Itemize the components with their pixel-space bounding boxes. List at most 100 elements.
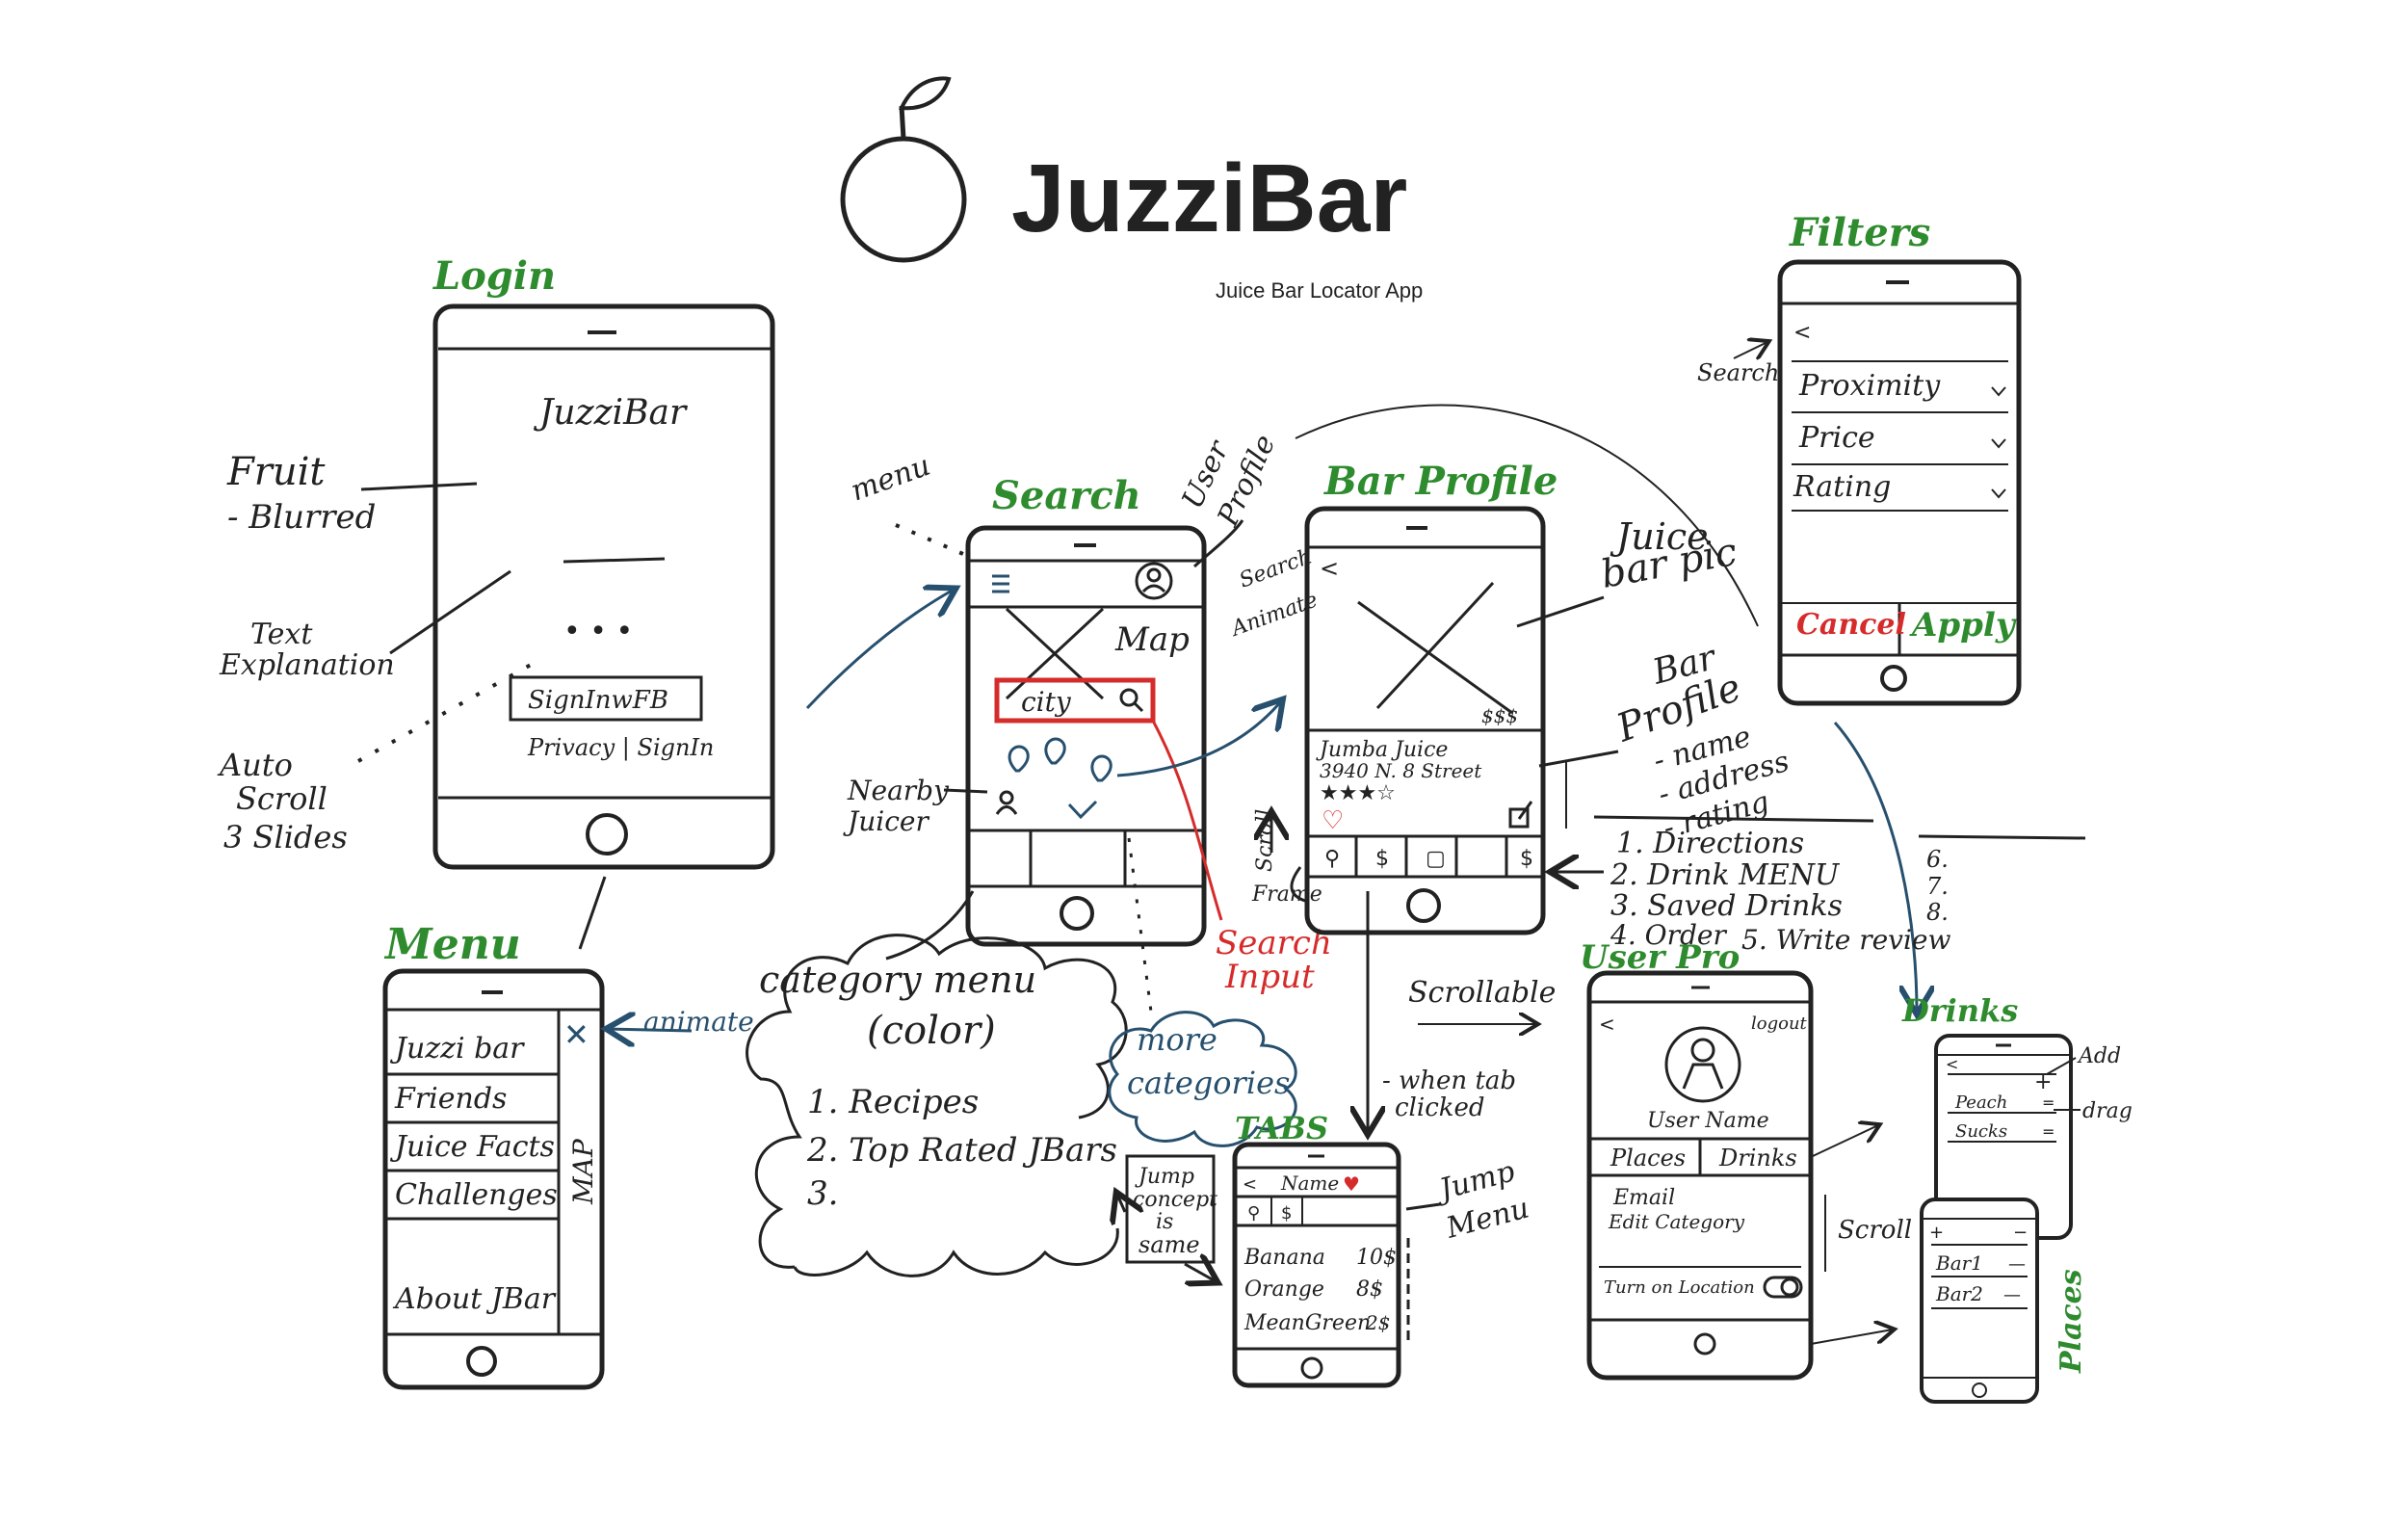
chevron-down-icon[interactable] (1991, 488, 2006, 499)
category-cloud: category menu (color) 1. Recipes 2. Top … (746, 837, 1297, 1281)
favorite-heart-icon[interactable]: ♡ (1322, 806, 1344, 835)
action-8: 8. (1926, 899, 1949, 926)
places-device-frame (1920, 1198, 2039, 1404)
search-icon[interactable] (1119, 688, 1144, 713)
tab-menu-icon[interactable]: $ (1281, 1203, 1292, 1224)
note-juice: Juice (1610, 515, 1709, 558)
home-button-icon[interactable] (1060, 896, 1094, 931)
arrow-profile-to-filters (1295, 404, 1759, 627)
menu-device-frame (382, 968, 605, 1390)
arrow-filters-to-drinks (1833, 722, 1917, 1012)
email-field[interactable]: Email (1612, 1186, 1675, 1210)
logout-link[interactable]: logout (1751, 1014, 1808, 1034)
user-name: User Name (1647, 1109, 1769, 1133)
location-toggle-switch[interactable] (1763, 1276, 1803, 1299)
more-categories-cloud (1108, 1011, 1297, 1147)
action-order: 4. Order (1610, 919, 1727, 951)
filters-screen: Filters < Proximity Price Rating Cancel … (1697, 210, 2022, 706)
tab-order-icon[interactable]: $ (1520, 847, 1533, 871)
filter-apply-button[interactable]: Apply (1909, 606, 2017, 645)
drink-row-peach[interactable]: Peach (1954, 1093, 2007, 1113)
home-button-icon[interactable] (1972, 1382, 1987, 1398)
remove-icon[interactable]: — (2008, 1254, 2026, 1275)
home-button-icon[interactable] (586, 813, 628, 856)
menu-item-juice-facts[interactable]: Juice Facts (389, 1130, 555, 1164)
filter-rating[interactable]: Rating (1793, 470, 1891, 504)
note-animate: animate (643, 1006, 754, 1038)
home-button-icon[interactable] (1406, 888, 1441, 923)
home-button-icon[interactable] (1880, 665, 1907, 692)
back-icon[interactable]: < (1793, 321, 1811, 345)
filter-price[interactable]: Price (1798, 421, 1875, 455)
category-item-3[interactable]: 3. (807, 1174, 838, 1213)
heart-icon[interactable]: ♥ (1343, 1172, 1360, 1196)
back-icon[interactable]: < (1946, 1055, 1958, 1073)
category-item-top-rated[interactable]: 2. Top Rated JBars (806, 1131, 1117, 1170)
login-footer-links[interactable]: Privacy | SignIn (527, 734, 714, 762)
drinks-title: Drinks (1901, 992, 2018, 1029)
menu-map-label[interactable]: MAP (567, 1138, 599, 1205)
back-icon[interactable]: < (1599, 1013, 1615, 1036)
chevron-down-icon[interactable] (1991, 438, 2006, 449)
tabs-row-meangreen-val: 2$ (1365, 1311, 1390, 1334)
note-frame: Frame (1251, 882, 1322, 907)
menu-item-challenges[interactable]: Challenges (395, 1178, 558, 1212)
drag-handle-icon[interactable]: = (2042, 1122, 2055, 1141)
categories-text: categories (1127, 1065, 1290, 1101)
search-device-frame (965, 525, 1207, 947)
filter-proximity[interactable]: Proximity (1798, 369, 1941, 403)
place-row-bar2[interactable]: Bar2 (1935, 1282, 1983, 1305)
map-pin-icon[interactable] (1008, 737, 1112, 782)
note-input: Input (1224, 958, 1315, 996)
menu-item-juzzibar[interactable]: Juzzi bar (389, 1032, 525, 1066)
tab-menu-icon[interactable]: $ (1375, 847, 1389, 871)
drag-handle-icon[interactable]: = (2042, 1093, 2055, 1112)
category-item-recipes[interactable]: 1. Recipes (807, 1083, 979, 1121)
tabs-screen: TABS < Name ♥ ⚲ $ Banana 10$ Orange 8$ M… (1232, 1110, 1532, 1388)
note-scroll-user: Scroll (1838, 1216, 1912, 1245)
share-icon[interactable] (1508, 801, 1533, 829)
drink-row-sucks[interactable]: Sucks (1955, 1121, 2007, 1142)
note-scroll: Scroll (236, 780, 327, 817)
signin-button-frame[interactable] (509, 675, 703, 722)
city-input-value[interactable]: city (1021, 686, 1072, 718)
tab-places[interactable]: Places (1610, 1145, 1686, 1172)
menu-item-about[interactable]: About JBar (392, 1282, 557, 1316)
tab-drinks[interactable]: Drinks (1718, 1145, 1797, 1172)
note-drag: drag (2082, 1099, 2133, 1123)
search-map-label: Map (1114, 620, 1190, 659)
user-pro-title: User Pro (1580, 938, 1740, 977)
back-icon[interactable]: < (1320, 555, 1339, 582)
tab-directions-icon[interactable]: ⚲ (1324, 847, 1340, 871)
remove-icon[interactable]: − (2013, 1223, 2028, 1243)
category-subtitle: (color) (867, 1009, 996, 1053)
hamburger-icon[interactable] (992, 574, 1009, 593)
tab-saved-icon[interactable]: ▢ (1426, 847, 1446, 871)
add-icon[interactable]: + (2034, 1070, 2052, 1094)
bar-profile-screen: Bar Profile < $$$ Jumba Juice 3940 N. 8 … (1251, 459, 2086, 1122)
action-6: 6. (1926, 846, 1949, 873)
filters-device-frame (1777, 259, 2022, 706)
close-icon[interactable]: ✕ (563, 1016, 589, 1053)
place-row-bar1[interactable]: Bar1 (1935, 1251, 1983, 1275)
arrow-search-to-profile (1116, 701, 1281, 777)
menu-item-friends[interactable]: Friends (394, 1082, 507, 1116)
home-button-icon[interactable] (466, 1346, 497, 1377)
edit-category-field[interactable]: Edit Category (1608, 1210, 1745, 1233)
filters-title: Filters (1789, 210, 1930, 255)
home-button-icon[interactable] (1693, 1332, 1716, 1356)
remove-icon[interactable]: — (2003, 1285, 2021, 1305)
home-button-icon[interactable] (1300, 1356, 1323, 1380)
user-profile-icon[interactable] (1135, 562, 1173, 600)
action-7: 7. (1926, 873, 1949, 900)
add-icon[interactable]: + (1929, 1223, 1944, 1243)
chevron-down-icon[interactable] (1991, 386, 2006, 397)
search-screen: Search Map city (843, 430, 1332, 996)
back-icon[interactable]: < (1243, 1174, 1257, 1195)
filter-cancel-button[interactable]: Cancel (1796, 608, 1906, 642)
note-scrollable: Scrollable (1408, 976, 1556, 1010)
signin-facebook-button[interactable]: SignInwFB (528, 686, 668, 715)
city-search-input[interactable] (994, 677, 1156, 724)
tab-directions-icon[interactable]: ⚲ (1247, 1203, 1260, 1224)
note-fruit: Fruit (226, 450, 326, 494)
